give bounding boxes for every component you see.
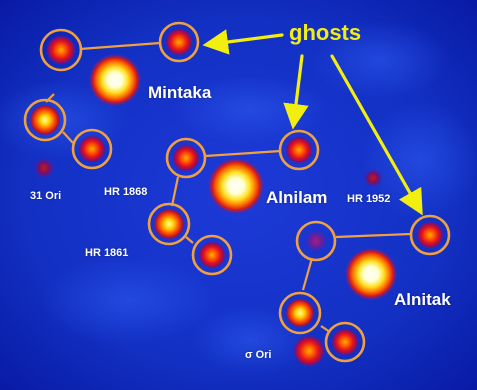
star-alnilam bbox=[207, 157, 265, 215]
ghost-images bbox=[29, 28, 444, 356]
arrow-to-alnitak-ghost bbox=[330, 54, 423, 216]
label-mintaka: Mintaka bbox=[148, 83, 212, 102]
arrow-to-mintaka-ghost bbox=[202, 29, 284, 55]
ghost-ring-mintaka-b bbox=[158, 21, 200, 63]
ghost-ring-alnilam-d bbox=[191, 234, 233, 276]
ghost-rings bbox=[23, 21, 451, 363]
label-alnitak: Alnitak bbox=[394, 290, 451, 309]
star-sigma-ori bbox=[293, 335, 325, 367]
ghost-ring-alnitak-a bbox=[295, 220, 337, 262]
ghost-ring-mintaka-d bbox=[71, 128, 113, 170]
ghost-ring-alnilam-c bbox=[147, 202, 191, 246]
star-alnitak bbox=[344, 247, 398, 301]
label-31-ori: 31 Ori bbox=[30, 190, 62, 202]
ghost-ring-alnitak-d bbox=[324, 321, 366, 363]
arrow-to-alnilam-ghost bbox=[283, 54, 309, 130]
star-hr-1952 bbox=[363, 168, 383, 188]
ghost-ring-mintaka-a bbox=[39, 28, 83, 72]
label-hr-1868: HR 1868 bbox=[104, 186, 148, 198]
label-sigma-ori: σ Ori bbox=[245, 349, 272, 361]
label-alnilam: Alnilam bbox=[266, 188, 328, 207]
ghost-ring-alnitak-c bbox=[278, 291, 322, 335]
ghost-ring-alnilam-a bbox=[165, 137, 207, 179]
label-hr-1952: HR 1952 bbox=[347, 193, 391, 205]
ghost-arrows bbox=[202, 29, 423, 216]
star-mintaka bbox=[88, 53, 142, 107]
ghost-ring-alnilam-b bbox=[278, 129, 320, 171]
ghost-ring-mintaka-c bbox=[23, 98, 67, 142]
star-31-ori bbox=[33, 157, 55, 179]
ghosts-annotation: ghosts bbox=[289, 20, 362, 45]
label-hr-1861: HR 1861 bbox=[85, 247, 129, 259]
ghost-ring-alnitak-b bbox=[409, 214, 451, 256]
